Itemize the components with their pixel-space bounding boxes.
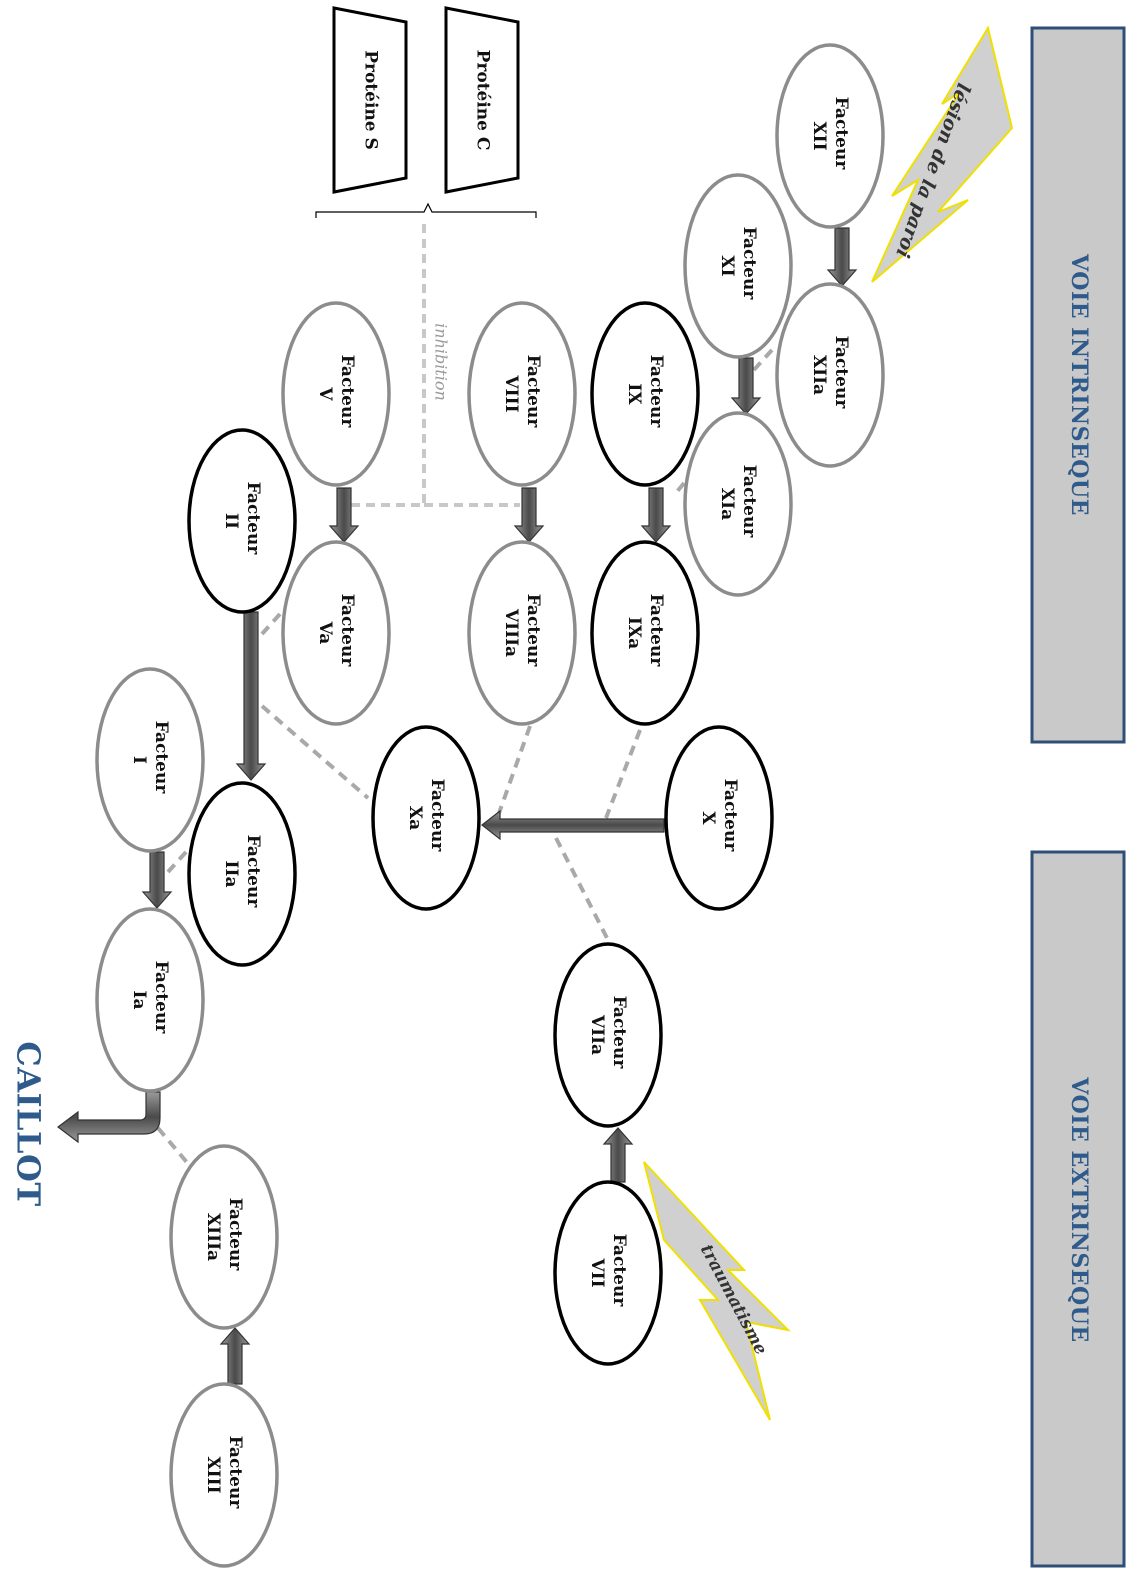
svg-text:Facteur XII: Facteur XII xyxy=(809,97,851,175)
factor-va-node: Facteur Va xyxy=(281,540,391,726)
factor-xa-label: Facteur xyxy=(427,779,447,853)
factor-viiia-node: Facteur VIIIa xyxy=(467,540,577,726)
factor-viia-label: Facteur xyxy=(609,996,629,1070)
factor-va-label: Facteur xyxy=(337,594,357,668)
factor-ii-node: Facteur II xyxy=(187,428,297,614)
factor-xiia-label: Facteur xyxy=(831,336,851,410)
svg-text:Facteur Xa: Facteur Xa xyxy=(405,779,447,857)
factor-ii-roman: II xyxy=(221,513,241,529)
factor-v-node: Facteur V xyxy=(281,301,391,487)
factor-xiii-label: Facteur xyxy=(225,1436,245,1510)
factor-xi-label: Facteur xyxy=(739,227,759,301)
svg-text:Facteur I: Facteur I xyxy=(129,721,171,799)
factor-xia-node: Facteur XIa xyxy=(683,411,793,597)
factor-i-roman: I xyxy=(129,756,149,764)
extrinsic-pathway-label: VOIE EXTRINSEQUE xyxy=(1066,1076,1092,1342)
inhibition-label: inhibition xyxy=(432,323,451,401)
factor-xiiia-label: Facteur xyxy=(225,1198,245,1272)
factor-ii-label: Facteur xyxy=(243,482,263,556)
factor-ia-roman: Ia xyxy=(129,991,149,1010)
svg-text:Facteur II: Facteur II xyxy=(221,482,263,560)
svg-text:Facteur X: Facteur X xyxy=(698,779,740,857)
svg-text:Facteur Ia: Facteur Ia xyxy=(129,961,171,1039)
wall-lesion-lightning-icon: lésion de la paroi xyxy=(871,25,1014,283)
factor-ix-node: Facteur IX xyxy=(590,301,700,487)
factor-ixa-node: Facteur IXa xyxy=(590,540,700,726)
factor-i-node: Facteur I xyxy=(95,667,205,853)
trauma-lightning-icon: traumatisme xyxy=(643,1161,792,1421)
factor-ixa-roman: IXa xyxy=(624,617,644,649)
factor-viii-node: Facteur VIII xyxy=(467,301,577,487)
factor-xiii-roman: XIII xyxy=(203,1456,223,1493)
factor-x-node: Facteur X xyxy=(664,725,774,911)
svg-text:Facteur XIIa: Facteur XIIa xyxy=(809,336,851,414)
intrinsic-pathway-label: VOIE INTRINSEQUE xyxy=(1066,253,1092,516)
svg-text:Facteur IXa: Facteur IXa xyxy=(624,594,666,672)
factor-ia-node: Facteur Ia xyxy=(95,907,205,1093)
factor-xii-roman: XII xyxy=(809,121,829,150)
svg-text:Facteur XIIIa: Facteur XIIIa xyxy=(203,1198,245,1276)
svg-text:Facteur XI: Facteur XI xyxy=(717,227,759,305)
factor-viiia-label: Facteur xyxy=(523,594,543,668)
protein-s-label: Protéine S xyxy=(361,50,381,150)
factor-ix-roman: IX xyxy=(624,383,644,405)
protein-c-label: Protéine C xyxy=(473,50,493,151)
factor-x-roman: X xyxy=(698,811,718,825)
clot-outcome-label: CAILLOT xyxy=(10,1041,48,1206)
factor-i-label: Facteur xyxy=(151,721,171,795)
factor-viii-label: Facteur xyxy=(523,355,543,429)
svg-text:Facteur VIIa: Facteur VIIa xyxy=(587,996,629,1074)
factor-xia-roman: XIa xyxy=(717,488,737,520)
factor-vii-roman: VII xyxy=(587,1257,607,1287)
svg-text:Facteur XIa: Facteur XIa xyxy=(717,465,759,543)
factor-xiii-node: Facteur XIII xyxy=(169,1382,279,1568)
factor-ixa-label: Facteur xyxy=(646,594,666,668)
factor-ia-label: Facteur xyxy=(151,961,171,1035)
factor-xii-label: Facteur xyxy=(831,97,851,171)
factor-xia-label: Facteur xyxy=(739,465,759,539)
factor-iia-roman: IIa xyxy=(221,861,241,888)
factor-va-roman: Va xyxy=(315,621,335,645)
extrinsic-pathway-bar: VOIE EXTRINSEQUE xyxy=(1030,850,1126,1568)
svg-text:Facteur VIII: Facteur VIII xyxy=(501,355,543,433)
factor-viia-node: Facteur VIIa xyxy=(553,942,663,1128)
factor-xa-roman: Xa xyxy=(405,806,425,830)
factor-viia-roman: VIIa xyxy=(587,1014,607,1055)
factor-xiiia-roman: XIIIa xyxy=(203,1213,223,1261)
svg-text:Facteur VII: Facteur VII xyxy=(587,1234,629,1312)
svg-text:Facteur V: Facteur V xyxy=(315,355,357,433)
svg-text:Facteur VIIIa: Facteur VIIIa xyxy=(501,594,543,672)
factor-vii-label: Facteur xyxy=(609,1234,629,1308)
factor-iia-label: Facteur xyxy=(243,835,263,909)
factor-viii-roman: VIII xyxy=(501,374,521,412)
factor-v-roman: V xyxy=(315,386,335,401)
protein-s-box: Protéine S xyxy=(332,6,408,194)
factor-xii-node: Facteur XII xyxy=(775,43,885,229)
factor-xa-node: Facteur Xa xyxy=(371,725,481,911)
factor-v-label: Facteur xyxy=(337,355,357,429)
factor-iia-node: Facteur IIa xyxy=(187,781,297,967)
inhibitor-brace xyxy=(315,202,537,218)
svg-text:Facteur Va: Facteur Va xyxy=(315,594,357,672)
activation-arrows xyxy=(57,227,858,1385)
svg-text:Facteur IIa: Facteur IIa xyxy=(221,835,263,913)
factor-xi-node: Facteur XI xyxy=(683,173,793,359)
factor-xiia-node: Facteur XIIa xyxy=(775,282,885,468)
svg-text:Facteur XIII: Facteur XIII xyxy=(203,1436,245,1514)
svg-text:Facteur IX: Facteur IX xyxy=(624,355,666,433)
factor-xiiia-node: Facteur XIIIa xyxy=(169,1144,279,1330)
factor-xiia-roman: XIIa xyxy=(809,355,829,395)
inhibition-line: inhibition xyxy=(346,224,520,507)
protein-c-box: Protéine C xyxy=(444,6,520,194)
factor-viiia-roman: VIIIa xyxy=(501,608,521,657)
factor-ix-label: Facteur xyxy=(646,355,666,429)
factor-vii-node: Facteur VII xyxy=(553,1180,663,1366)
factor-xi-roman: XI xyxy=(717,255,737,276)
factor-x-label: Facteur xyxy=(720,779,740,853)
intrinsic-pathway-bar: VOIE INTRINSEQUE xyxy=(1030,26,1126,744)
